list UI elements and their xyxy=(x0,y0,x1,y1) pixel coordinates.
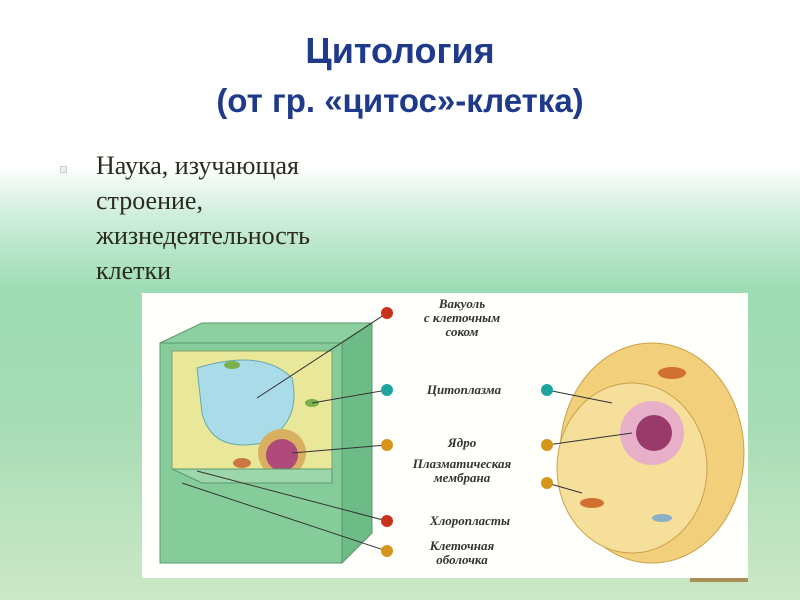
body-line: строение, xyxy=(96,186,203,215)
label-cytoplasm: Цитоплазма xyxy=(426,382,502,397)
plant-nucleus xyxy=(266,439,298,471)
body-line: Наука, изучающая xyxy=(96,151,299,180)
body-line: жизнедеятельность xyxy=(96,221,311,250)
bullet-icon xyxy=(60,166,67,173)
slide-title: Цитология xyxy=(305,30,495,71)
animal-cell xyxy=(556,342,745,564)
label-chloroplasts: Хлоропласты xyxy=(429,513,511,528)
body-line: клетки xyxy=(96,256,172,285)
figure-shadow xyxy=(690,578,748,582)
animal-nucleus xyxy=(636,415,672,451)
vacuole xyxy=(196,359,295,446)
label-nucleus: Ядро xyxy=(447,435,477,450)
definition-text: Наука, изучающая строение, жизнедеятельн… xyxy=(96,148,310,288)
cell-illustrations xyxy=(159,307,745,565)
label-pins xyxy=(381,307,553,557)
slide-subtitle: (от гр. «цитос»-клетка) xyxy=(216,82,584,119)
plant-cell xyxy=(159,322,374,565)
leader-lines xyxy=(181,312,633,552)
